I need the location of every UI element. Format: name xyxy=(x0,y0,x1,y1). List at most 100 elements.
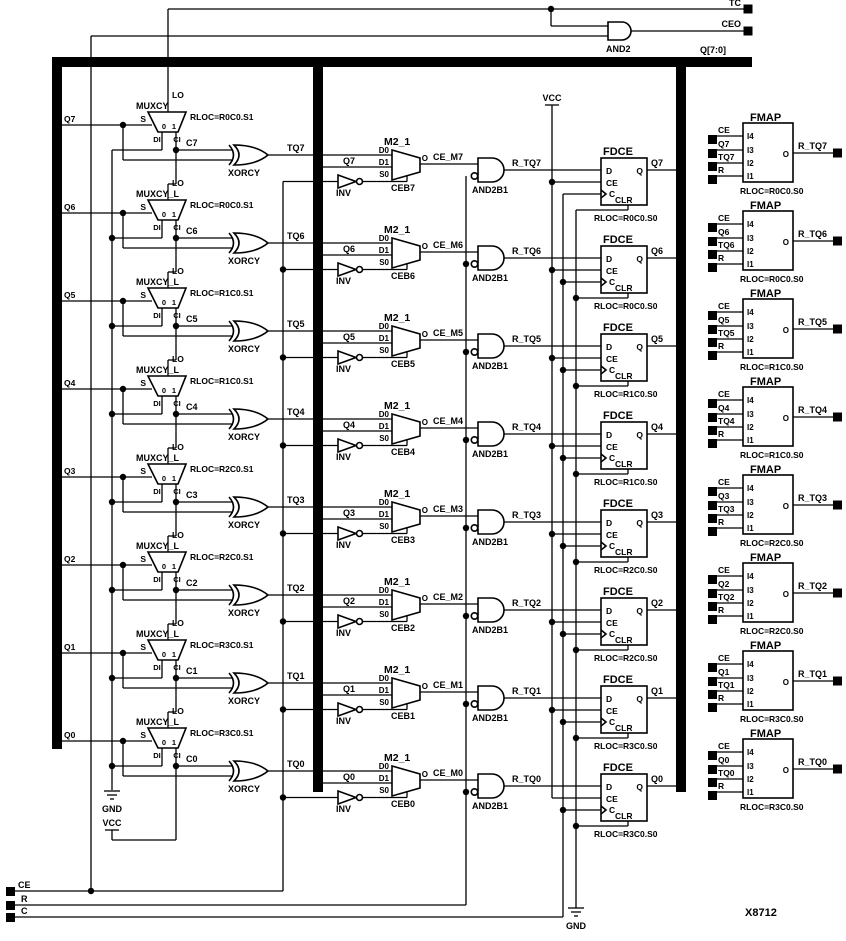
fmap-i2-port: I2 xyxy=(747,335,754,344)
inv-bubble xyxy=(355,793,364,802)
junction-dot xyxy=(548,442,556,450)
junction-dot xyxy=(108,586,116,594)
muxcy-di-port: DI xyxy=(153,223,161,232)
fdce-q-port: Q xyxy=(636,606,643,616)
fmap-i2-port: I2 xyxy=(747,511,754,520)
fmap-rloc-label: RLOC=R0C0.S0 xyxy=(740,186,804,196)
muxcy-0-port: 0 xyxy=(162,386,166,395)
fmap-i4-port: I4 xyxy=(747,220,754,229)
junction-dot xyxy=(119,385,127,393)
net-label-r-tq: R_TQ4 xyxy=(512,422,541,432)
net-label-tq: TQ0 xyxy=(287,759,305,769)
inv-title: INV xyxy=(336,804,351,814)
m2-symbol xyxy=(391,412,421,446)
fmap-output-pin-square xyxy=(833,236,842,246)
m2-d1-port: D1 xyxy=(379,334,390,343)
fdce-d-port: D xyxy=(606,254,612,264)
xorcy-symbol xyxy=(232,760,270,782)
m2-s0-port: S0 xyxy=(379,698,389,707)
junction-dot xyxy=(119,297,127,305)
tc-pin-label: TC xyxy=(729,0,741,8)
muxcy-title: MUXCY_L xyxy=(136,453,180,463)
muxcy-ci-port: CI xyxy=(173,487,181,496)
junction-dot xyxy=(279,442,287,449)
net-label-d1-q: Q6 xyxy=(343,244,355,254)
lo-label: LO xyxy=(172,354,184,364)
muxcy-title: MUXCY_L xyxy=(136,189,180,199)
and2b1-title: AND2B1 xyxy=(472,185,508,195)
muxcy-ci-port: CI xyxy=(173,751,181,760)
muxcy-rloc-label: RLOC=R3C0.S1 xyxy=(190,640,254,650)
muxcy-s-port: S xyxy=(140,642,146,652)
fmap-title: FMAP xyxy=(750,640,781,652)
fdce-q-port: Q xyxy=(636,694,643,704)
fmap-i3-port: I3 xyxy=(747,410,754,419)
fmap-input-pin-square xyxy=(708,311,717,320)
junction-dot xyxy=(559,630,567,638)
muxcy-s-port: S xyxy=(140,730,146,740)
net-label-q: Q1 xyxy=(64,642,76,652)
fmap-i1-port: I1 xyxy=(747,436,754,445)
fmap-box xyxy=(742,562,794,623)
fdce-d-port: D xyxy=(606,782,612,792)
fmap-i4-port: I4 xyxy=(747,660,754,669)
fmap-input-label: R xyxy=(718,605,724,615)
fmap-output-pin-square xyxy=(833,324,842,334)
m2-title: M2_1 xyxy=(384,752,410,764)
junction-dot xyxy=(172,146,180,154)
q-bus-top xyxy=(52,57,752,67)
m2-title: M2_1 xyxy=(384,312,410,324)
lo-label: LO xyxy=(172,530,184,540)
junction-dot xyxy=(108,410,116,418)
muxcy-rloc-label: RLOC=R0C0.S1 xyxy=(190,200,254,210)
net-label-ce-m: CE_M3 xyxy=(433,504,463,514)
fmap-input-label: R xyxy=(718,429,724,439)
net-label-ceb: CEB1 xyxy=(391,711,415,721)
and2b1-symbol xyxy=(477,421,505,447)
muxcy-symbol xyxy=(146,287,188,309)
fmap-rloc-label: RLOC=R3C0.S0 xyxy=(740,802,804,812)
xorcy-title: XORCY xyxy=(228,256,260,266)
junction-dot xyxy=(108,234,116,242)
m2-symbol xyxy=(391,764,421,798)
fdce-clr-port: CLR xyxy=(615,283,632,293)
junction-dot xyxy=(119,473,127,481)
muxcy-symbol xyxy=(146,111,188,133)
muxcy-rloc-label: RLOC=R1C0.S1 xyxy=(190,288,254,298)
junction-dot xyxy=(279,794,287,801)
net-label-r-tq: R_TQ3 xyxy=(512,510,541,520)
lo-label: LO xyxy=(172,266,184,276)
junction-dot xyxy=(119,649,127,657)
xorcy-symbol xyxy=(232,496,270,518)
fmap-input-label: TQ7 xyxy=(718,152,735,162)
muxcy-di-port: DI xyxy=(153,135,161,144)
fdce-c-port: C xyxy=(609,453,615,463)
inv-title: INV xyxy=(336,276,351,286)
and2b1-bubble xyxy=(470,699,479,708)
net-label-q: Q4 xyxy=(64,378,76,388)
fmap-input-label: R xyxy=(718,693,724,703)
junction-dot xyxy=(559,718,567,726)
and2b1-symbol xyxy=(477,685,505,711)
fmap-o-port: O xyxy=(783,150,789,159)
fmap-input-pin-square xyxy=(708,399,717,408)
ce-pin-label: CE xyxy=(18,880,31,890)
xorcy-symbol xyxy=(232,584,270,606)
xorcy-title: XORCY xyxy=(228,432,260,442)
junction-dot xyxy=(279,354,287,361)
junction-dot xyxy=(548,178,556,186)
muxcy-title: MUXCY xyxy=(136,101,169,111)
part-number-label: X8712 xyxy=(745,907,777,919)
m2-d1-port: D1 xyxy=(379,422,390,431)
net-label-ce-m: CE_M7 xyxy=(433,152,463,162)
xorcy-input-arc xyxy=(228,408,235,430)
muxcy-rloc-label: RLOC=R1C0.S1 xyxy=(190,376,254,386)
fmap-input-pin-square xyxy=(708,162,717,171)
fmap-input-label: Q4 xyxy=(718,403,730,413)
fmap-input-pin-square xyxy=(708,149,717,158)
junction-dot xyxy=(559,806,567,814)
fmap-input-pin-square xyxy=(708,751,717,760)
inv-bubble xyxy=(355,617,364,626)
xorcy-title: XORCY xyxy=(228,696,260,706)
